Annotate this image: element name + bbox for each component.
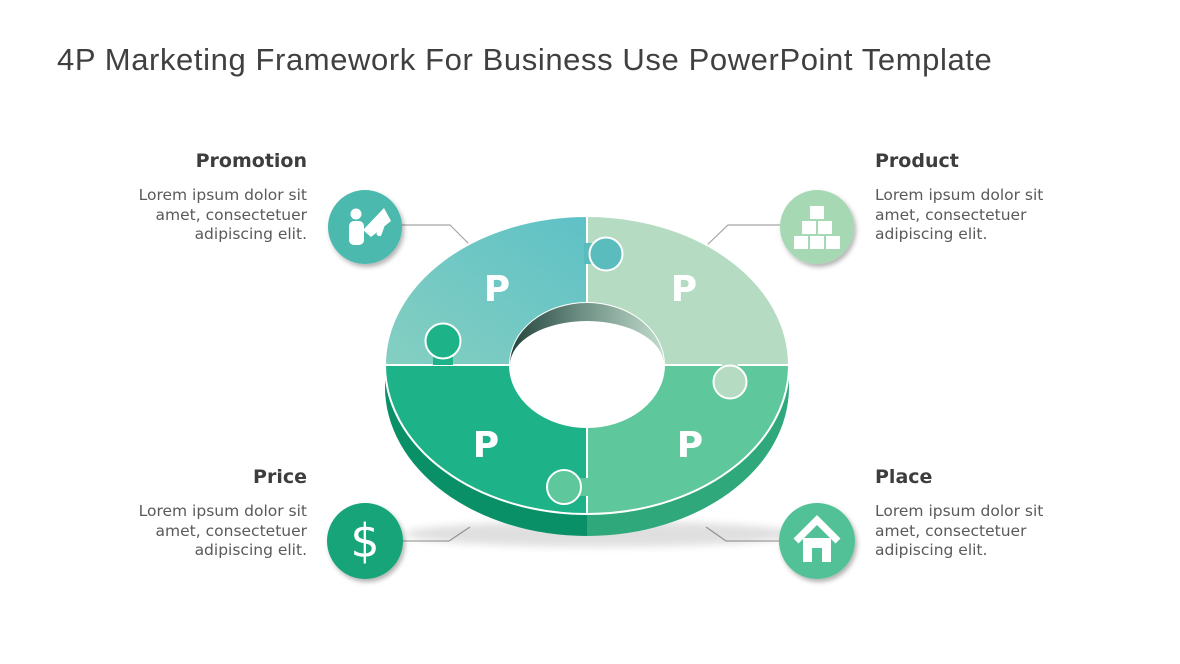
segment-letter-product: P bbox=[671, 269, 697, 310]
segment-letter-price: P bbox=[473, 425, 499, 466]
promotion-heading: Promotion bbox=[195, 150, 307, 172]
home-icon bbox=[793, 515, 841, 562]
place-text-line: Lorem ipsum dolor sit bbox=[875, 502, 1044, 520]
product-icon-circle bbox=[780, 190, 854, 264]
stacked-boxes-icon bbox=[794, 206, 840, 249]
page-title: 4P Marketing Framework For Business Use … bbox=[57, 42, 993, 77]
section-price: Price Lorem ipsum dolor sit amet, consec… bbox=[72, 466, 307, 561]
puzzle-tab-promotion bbox=[584, 236, 624, 272]
price-text-line: Lorem ipsum dolor sit bbox=[138, 502, 307, 520]
segment-place bbox=[586, 364, 791, 516]
price-heading: Price bbox=[253, 466, 307, 488]
section-place: Place Lorem ipsum dolor sit amet, consec… bbox=[875, 466, 1110, 561]
price-text-line: amet, consectetuer bbox=[155, 521, 307, 540]
product-text-line: Lorem ipsum dolor sit bbox=[875, 186, 1044, 204]
product-text-line: adipiscing elit. bbox=[875, 225, 988, 243]
promotion-text-line: Lorem ipsum dolor sit bbox=[138, 186, 307, 204]
segment-price bbox=[383, 364, 588, 516]
price-icon-circle bbox=[327, 503, 403, 579]
dollar-sign-icon: $ bbox=[350, 514, 379, 568]
connector-product bbox=[703, 224, 780, 249]
segment-letter-place: P bbox=[677, 425, 703, 466]
promotion-text-line: adipiscing elit. bbox=[194, 225, 307, 243]
place-text-line: amet, consectetuer bbox=[875, 521, 1027, 540]
person-megaphone-icon bbox=[349, 208, 391, 245]
product-heading: Product bbox=[875, 150, 959, 172]
puzzle-tab-price bbox=[424, 322, 462, 365]
place-text-line: adipiscing elit. bbox=[875, 541, 988, 559]
price-text-line: adipiscing elit. bbox=[194, 541, 307, 559]
place-heading: Place bbox=[875, 466, 933, 488]
promotion-icon-circle bbox=[328, 190, 402, 264]
puzzle-tab-place bbox=[546, 469, 588, 505]
hole-inner-wall bbox=[510, 303, 664, 365]
donut-side-left bbox=[385, 365, 587, 536]
donut-side-right bbox=[587, 365, 789, 536]
section-product: Product Lorem ipsum dolor sit amet, cons… bbox=[875, 150, 1110, 245]
section-promotion: Promotion Lorem ipsum dolor sit amet, co… bbox=[72, 150, 307, 245]
promotion-text-line: amet, consectetuer bbox=[155, 205, 307, 224]
product-text-line: amet, consectetuer bbox=[875, 205, 1027, 224]
puzzle-tab-product bbox=[712, 363, 748, 400]
connector-promotion bbox=[402, 224, 474, 249]
segment-letter-promotion: P bbox=[484, 269, 510, 310]
